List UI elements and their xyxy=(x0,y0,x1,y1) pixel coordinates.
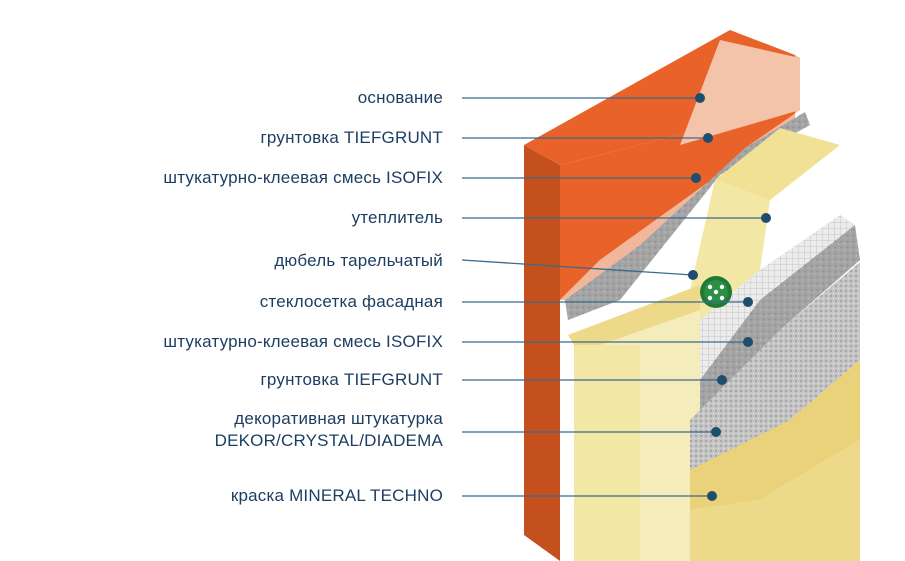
base-face-lower xyxy=(560,105,795,300)
label-base: основание xyxy=(357,88,443,107)
insulation-main-top xyxy=(574,300,700,345)
dowel-icon xyxy=(700,276,732,308)
paint-layer xyxy=(690,360,860,510)
label-paint: краска MINERAL TECHNO xyxy=(230,486,443,505)
label-adhesive-2: штукатурно-клеевая смесь ISOFIX xyxy=(163,332,443,351)
primer-layer-top xyxy=(680,40,800,145)
insulation-main-side xyxy=(600,310,700,561)
adhesive-layer xyxy=(565,112,810,320)
label-primer-2: грунтовка TIEFGRUNT xyxy=(260,370,443,389)
label-decor-plaster-line2: DEKOR/CRYSTAL/DIADEMA xyxy=(214,431,443,450)
label-insulation: утеплитель xyxy=(351,208,443,227)
label-decor-plaster-line1: декоративная штукатурка xyxy=(234,409,443,428)
label-decor-plaster: декоративная штукатурка DEKOR/CRYSTAL/DI… xyxy=(215,408,443,452)
insulation-top xyxy=(715,128,840,200)
label-primer-1: грунтовка TIEFGRUNT xyxy=(260,128,443,147)
label-mesh: стеклосетка фасадная xyxy=(259,292,443,311)
label-dowel: дюбель тарельчатый xyxy=(274,251,443,270)
insulation-main xyxy=(574,335,640,561)
paint-layer-lower xyxy=(690,440,860,561)
label-adhesive-1: штукатурно-клеевая смесь ISOFIX xyxy=(163,168,443,187)
decor-plaster xyxy=(690,262,860,470)
base-side xyxy=(524,145,560,561)
